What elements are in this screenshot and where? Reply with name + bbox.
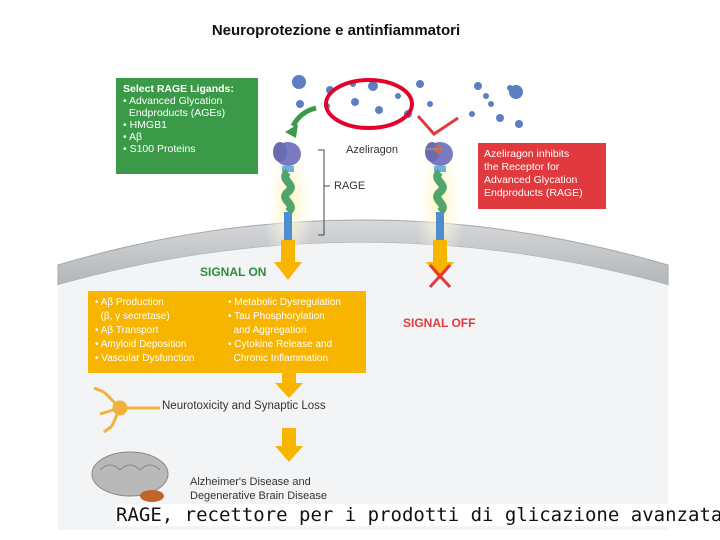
caption: RAGE, recettore per i prodotti di glicaz… (116, 504, 720, 526)
effects-left-list: • Aβ Production (β, γ secretase) • Aβ Tr… (95, 297, 194, 367)
neurotoxicity-label: Neurotoxicity and Synaptic Loss (162, 400, 326, 412)
ligand-item: • Advanced Glycation (123, 95, 223, 107)
signal-on-arrow-icon (274, 240, 302, 280)
effects-box: • Aβ Production (β, γ secretase) • Aβ Tr… (88, 291, 366, 373)
ligands-heading: Select RAGE Ligands: (123, 83, 234, 95)
inhibit-line: Endproducts (RAGE) (484, 187, 583, 199)
effect-item: • Metabolic Dysregulation (228, 297, 341, 308)
ligand-item: • S100 Proteins (123, 143, 196, 155)
effect-item: • Vascular Dysfunction (95, 353, 195, 364)
effect-item: • Tau Phosphorylation (228, 311, 325, 322)
highlight-ellipse (324, 78, 414, 130)
ligand-item: • HMGB1 (123, 119, 167, 131)
brain-icon (91, 451, 169, 502)
effect-item: • Aβ Transport (95, 325, 159, 336)
signal-blocked-x-icon (428, 263, 452, 289)
effect-item: Chronic Inflammation (228, 353, 329, 364)
inhibit-box: Azeliragon inhibits the Receptor for Adv… (478, 143, 606, 209)
ligand-item: Endproducts (AGEs) (123, 107, 226, 119)
effect-item: • Cytokine Release and (228, 339, 333, 350)
inhibit-line: Advanced Glycation (484, 174, 578, 186)
blocked-arrow-icon (416, 115, 459, 136)
rage-receptor-left (273, 142, 301, 248)
down-arrow-2-icon (275, 428, 303, 462)
inhibit-line: the Receptor for (484, 161, 560, 173)
binding-arrow-icon (290, 105, 317, 128)
effect-item: (β, γ secretase) (95, 311, 170, 322)
signal-on-label: SIGNAL ON (200, 265, 267, 279)
rage-bracket (318, 149, 330, 236)
effect-item: and Aggregation (228, 325, 307, 336)
effects-right-list: • Metabolic Dysregulation • Tau Phosphor… (228, 297, 341, 367)
alzheimers-label-line2: Degenerative Brain Disease (190, 490, 327, 502)
effect-item: • Aβ Production (95, 297, 164, 308)
rage-label: RAGE (334, 180, 366, 192)
azeliragon-label: Azeliragon (346, 144, 398, 156)
inhibit-line: Azeliragon inhibits (484, 148, 570, 160)
alzheimers-label-line1: Alzheimer's Disease and (190, 476, 311, 488)
ligands-box: Select RAGE Ligands: • Advanced Glycatio… (116, 78, 258, 174)
neuron-icon (93, 386, 160, 434)
down-arrow-1-icon (275, 373, 303, 398)
effect-item: • Amyloid Deposition (95, 339, 187, 350)
signal-off-label: SIGNAL OFF (403, 316, 476, 330)
ligand-item: • Aβ (123, 131, 143, 143)
page-title: Neuroprotezione e antinfiammatori (211, 22, 461, 39)
